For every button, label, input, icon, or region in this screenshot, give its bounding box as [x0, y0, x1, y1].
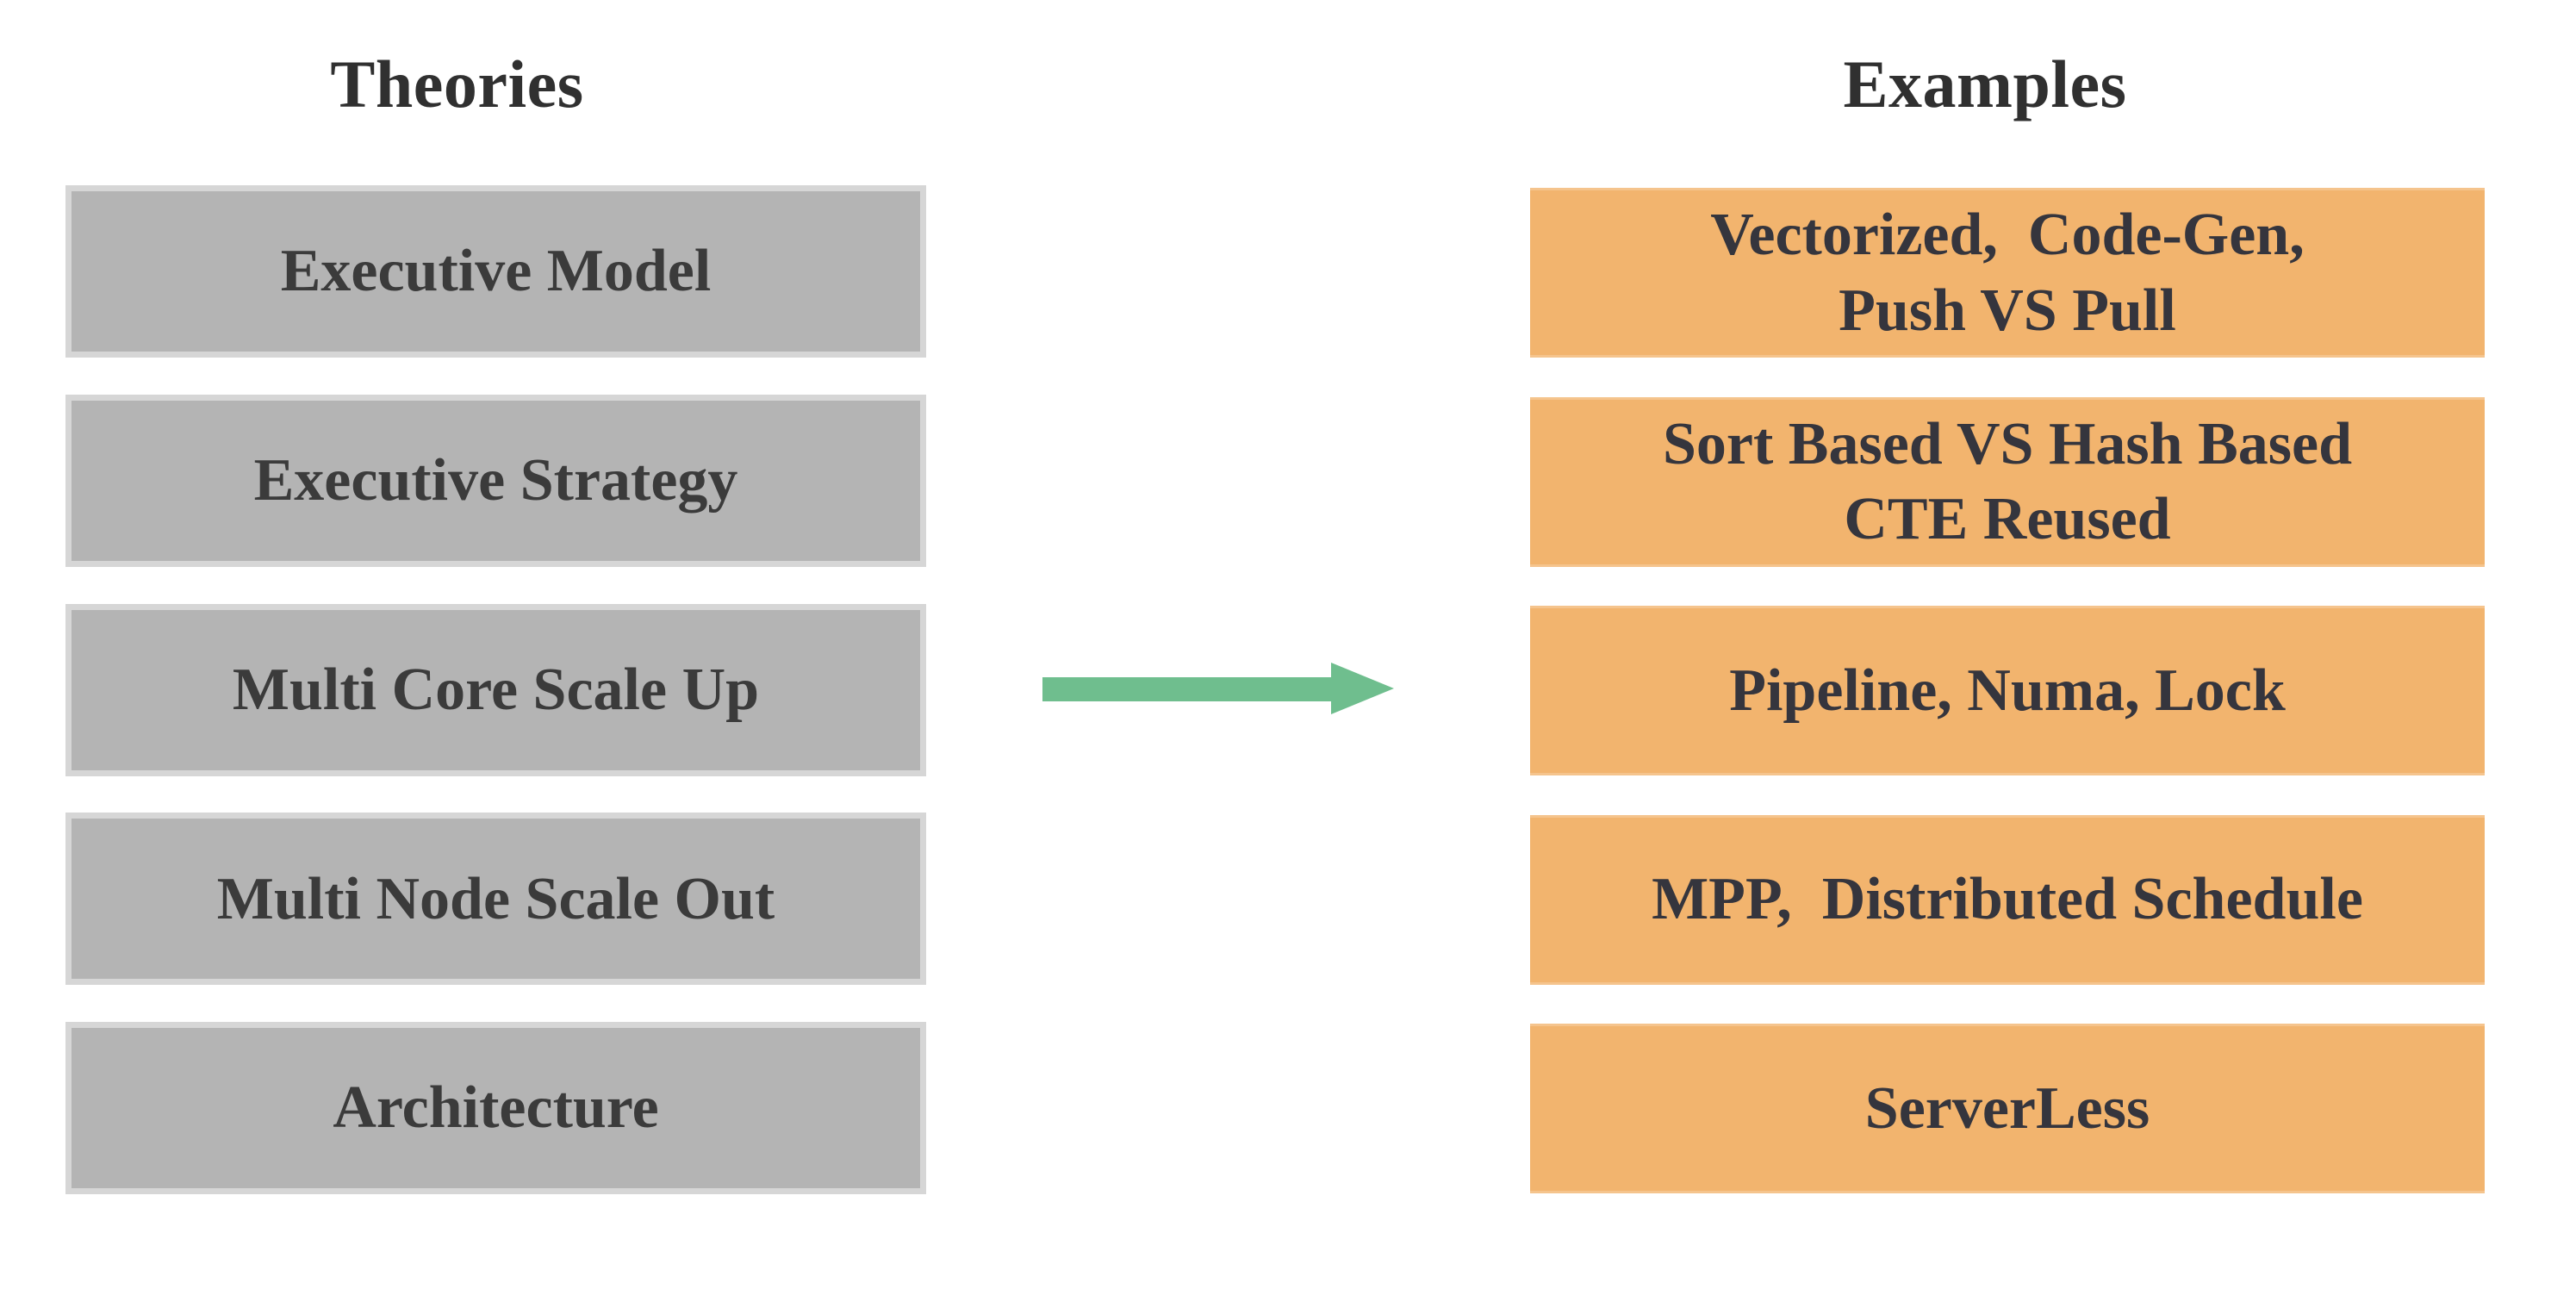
theory-box: Executive Model: [65, 185, 926, 358]
example-box: MPP, Distributed Schedule: [1530, 814, 2485, 985]
right-arrow-icon: [1042, 663, 1394, 714]
example-box: Pipeline, Numa, Lock: [1530, 606, 2485, 775]
example-box-label: Vectorized, Code-Gen, Push VS Pull: [1710, 202, 2305, 344]
example-box: Vectorized, Code-Gen, Push VS Pull: [1530, 188, 2485, 358]
examples-column: Vectorized, Code-Gen, Push VS Pull Sort …: [1530, 188, 2485, 1193]
theory-box: Multi Node Scale Out: [65, 813, 926, 986]
example-box-label: ServerLess: [1864, 1074, 2150, 1142]
theory-box: Executive Strategy: [65, 394, 926, 567]
examples-column-title: Examples: [1843, 47, 2127, 121]
theory-box-label: Multi Core Scale Up: [232, 656, 760, 723]
theory-box-label: Executive Model: [280, 238, 712, 305]
example-box: ServerLess: [1530, 1024, 2485, 1193]
example-box-label: MPP, Distributed Schedule: [1652, 866, 2363, 933]
theory-box: Architecture: [65, 1022, 926, 1194]
example-box-label: Pipeline, Numa, Lock: [1729, 657, 2286, 724]
theory-box: Multi Core Scale Up: [65, 603, 926, 776]
theory-box-label: Multi Node Scale Out: [216, 865, 775, 932]
theories-column: Executive Model Executive Strategy Multi…: [65, 185, 926, 1194]
example-box: Sort Based VS Hash Based CTE Reused: [1530, 396, 2485, 567]
theory-box-label: Executive Strategy: [253, 447, 738, 514]
theories-column-title: Theories: [330, 47, 584, 121]
example-box-label: Sort Based VS Hash Based CTE Reused: [1662, 410, 2352, 553]
theory-box-label: Architecture: [333, 1074, 659, 1142]
